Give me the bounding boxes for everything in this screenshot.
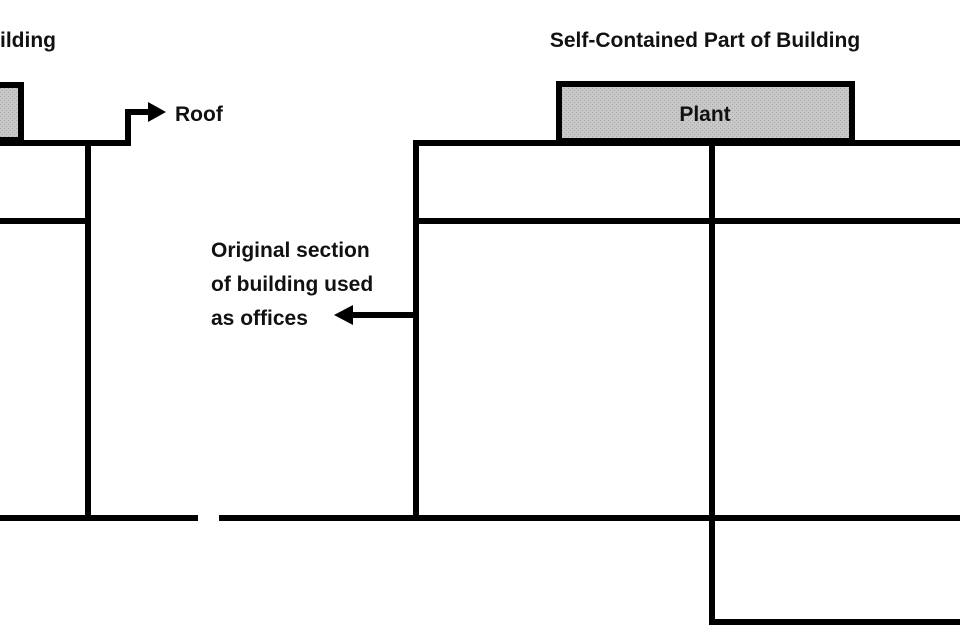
plant-box (556, 81, 855, 144)
offices-label-line-3: as offices (211, 307, 308, 330)
offices-arrow-icon (334, 305, 353, 325)
offices-label-line-1: Original section (211, 239, 370, 262)
roof-arrow-icon (148, 102, 166, 122)
plant-label: Plant (679, 103, 730, 126)
left-plant-box (0, 82, 24, 143)
left-building: Building Roof (0, 29, 224, 521)
roof-label: Roof (175, 103, 224, 126)
offices-label-line-2: of building used (211, 273, 373, 296)
roof-line (0, 109, 153, 146)
left-title: Building (0, 29, 56, 52)
right-building: Self-Contained Part of Building Plant Or… (211, 29, 960, 625)
right-title: Self-Contained Part of Building (550, 29, 860, 52)
